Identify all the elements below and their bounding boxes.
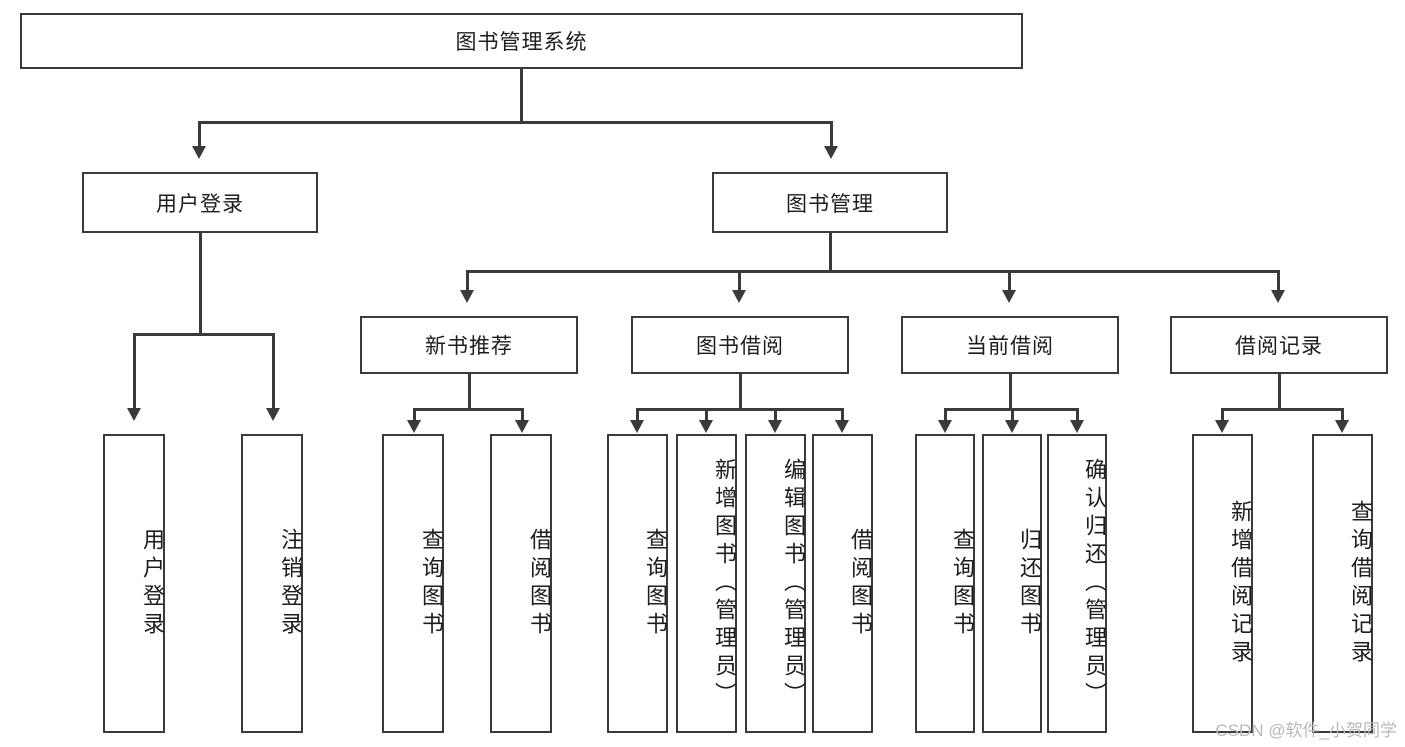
edge-root-to-userlogin (198, 121, 201, 148)
arrow-root-to-userlogin (192, 146, 206, 159)
edge-userlogin-to-leaf2 (272, 333, 275, 410)
leaf-borrow-book[interactable]: 借阅图书 (812, 434, 873, 733)
edge-currentborrow-to-leaf2 (1011, 408, 1014, 422)
node-new-book-recommend[interactable]: 新书推荐 (360, 316, 578, 374)
arrow-userlogin-to-leaf1 (127, 408, 141, 421)
edge-newbook-bar (413, 408, 523, 411)
edge-newbook-stem (468, 374, 471, 410)
arrow-borrowrecord-to-leaf1 (1215, 420, 1229, 433)
arrow-newbook-to-leaf2 (515, 420, 529, 433)
edge-currentborrow-to-leaf3 (1076, 408, 1079, 422)
leaf-query-borrow-record[interactable]: 查询借阅记录 (1312, 434, 1373, 733)
arrow-currentborrow-to-leaf1 (938, 420, 952, 433)
leaf-user-login[interactable]: 用户登录 (103, 434, 165, 733)
node-borrow-record[interactable]: 借阅记录 (1170, 316, 1388, 374)
edge-newbook-to-leaf2 (521, 408, 524, 422)
edge-userlogin-bar (133, 333, 275, 336)
arrow-newbook-to-leaf1 (407, 420, 421, 433)
edge-bookborrow-to-leaf1 (636, 408, 639, 422)
edge-bookborrow-to-leaf3 (774, 408, 777, 422)
node-book-management[interactable]: 图书管理 (712, 172, 948, 233)
leaf-add-borrow-record[interactable]: 新增借阅记录 (1192, 434, 1253, 733)
node-current-borrow[interactable]: 当前借阅 (901, 316, 1119, 374)
edge-bookmgmt-stem (829, 233, 832, 272)
leaf-edit-book-admin[interactable]: 编辑图书（管理员） (745, 434, 806, 733)
edge-root-bar (198, 121, 832, 124)
arrow-bookborrow-to-leaf4 (835, 420, 849, 433)
node-user-login[interactable]: 用户登录 (82, 172, 318, 233)
edge-currentborrow-stem (1009, 374, 1012, 410)
arrow-bookborrow-to-leaf3 (768, 420, 782, 433)
leaf-borrow-book-recommend[interactable]: 借阅图书 (490, 434, 552, 733)
edge-newbook-to-leaf1 (413, 408, 416, 422)
edge-bookborrow-to-leaf4 (841, 408, 844, 422)
edge-userlogin-stem (199, 233, 202, 335)
leaf-add-book-admin[interactable]: 新增图书（管理员） (676, 434, 737, 733)
arrow-bookborrow-to-leaf2 (699, 420, 713, 433)
edge-currentborrow-to-leaf1 (944, 408, 947, 422)
edge-bookborrow-stem (739, 374, 742, 410)
leaf-query-book-recommend[interactable]: 查询图书 (382, 434, 444, 733)
edge-root-to-bookmgmt (830, 121, 833, 148)
edge-userlogin-to-leaf1 (133, 333, 136, 410)
edge-bookborrow-to-leaf2 (705, 408, 708, 422)
arrow-userlogin-to-leaf2 (266, 408, 280, 421)
arrow-bookborrow-to-leaf1 (630, 420, 644, 433)
edge-bookmgmt-bar (466, 270, 1278, 273)
edge-root-stem (520, 69, 523, 122)
node-book-borrow[interactable]: 图书借阅 (631, 316, 849, 374)
leaf-query-book-current[interactable]: 查询图书 (915, 434, 975, 733)
leaf-return-book[interactable]: 归还图书 (982, 434, 1042, 733)
arrow-currentborrow-to-leaf3 (1070, 420, 1084, 433)
edge-borrowrecord-stem (1278, 374, 1281, 410)
edge-borrowrecord-to-leaf1 (1221, 408, 1224, 422)
watermark: CSDN @软件_小贺同学 (1215, 721, 1397, 740)
node-root-system[interactable]: 图书管理系统 (20, 13, 1023, 69)
edge-bookborrow-bar (636, 408, 843, 411)
edge-bookmgmt-to-record (1277, 270, 1280, 292)
arrow-bookmgmt-to-current (1002, 290, 1016, 303)
edge-bookmgmt-to-borrow (738, 270, 741, 292)
arrow-borrowrecord-to-leaf2 (1335, 420, 1349, 433)
edge-borrowrecord-bar (1221, 408, 1343, 411)
edge-bookmgmt-to-current (1008, 270, 1011, 292)
arrow-root-to-bookmgmt (824, 146, 838, 159)
arrow-bookmgmt-to-borrow (732, 290, 746, 303)
leaf-logout[interactable]: 注销登录 (241, 434, 303, 733)
arrow-bookmgmt-to-record (1271, 290, 1285, 303)
arrow-currentborrow-to-leaf2 (1005, 420, 1019, 433)
arrow-bookmgmt-to-new (460, 290, 474, 303)
leaf-confirm-return-admin[interactable]: 确认归还（管理员） (1047, 434, 1107, 733)
edge-bookmgmt-to-new (466, 270, 469, 292)
leaf-query-book-borrow[interactable]: 查询图书 (607, 434, 668, 733)
edge-borrowrecord-to-leaf2 (1341, 408, 1344, 422)
